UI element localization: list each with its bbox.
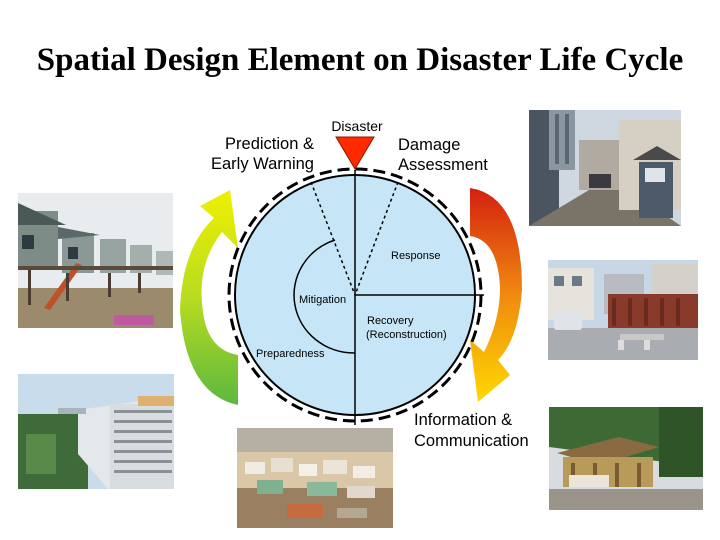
left-cycle-arrow bbox=[180, 190, 238, 405]
photo-stilt-houses bbox=[18, 193, 173, 328]
photo-hillside-town bbox=[237, 428, 393, 528]
inner-arc bbox=[293, 239, 356, 354]
label-prediction-line1: Prediction & bbox=[225, 135, 314, 153]
label-damage-line2: Assessment bbox=[398, 156, 488, 174]
dotted-line-left bbox=[310, 181, 356, 296]
label-recovery-line2: (Reconstruction) bbox=[366, 329, 447, 341]
photo-apartment-blocks bbox=[18, 374, 174, 489]
label-preparedness: Preparedness bbox=[256, 348, 325, 360]
label-damage-line1: Damage bbox=[398, 136, 460, 154]
label-disaster: Disaster bbox=[331, 118, 383, 134]
dotted-line-right bbox=[354, 181, 399, 296]
right-cycle-arrow bbox=[470, 188, 522, 402]
label-recovery-line1: Recovery bbox=[367, 315, 414, 327]
label-info-line2: Communication bbox=[414, 432, 529, 450]
disaster-marker bbox=[335, 136, 375, 170]
label-mitigation: Mitigation bbox=[299, 294, 346, 306]
photo-plaza bbox=[548, 260, 698, 360]
label-response: Response bbox=[391, 250, 441, 262]
label-prediction-line2: Early Warning bbox=[211, 155, 314, 173]
photo-wooden-shelter bbox=[549, 407, 703, 510]
photo-narrow-street bbox=[529, 110, 681, 226]
label-info-line1: Information & bbox=[414, 411, 512, 429]
page-title: Spatial Design Element on Disaster Life … bbox=[36, 42, 684, 78]
